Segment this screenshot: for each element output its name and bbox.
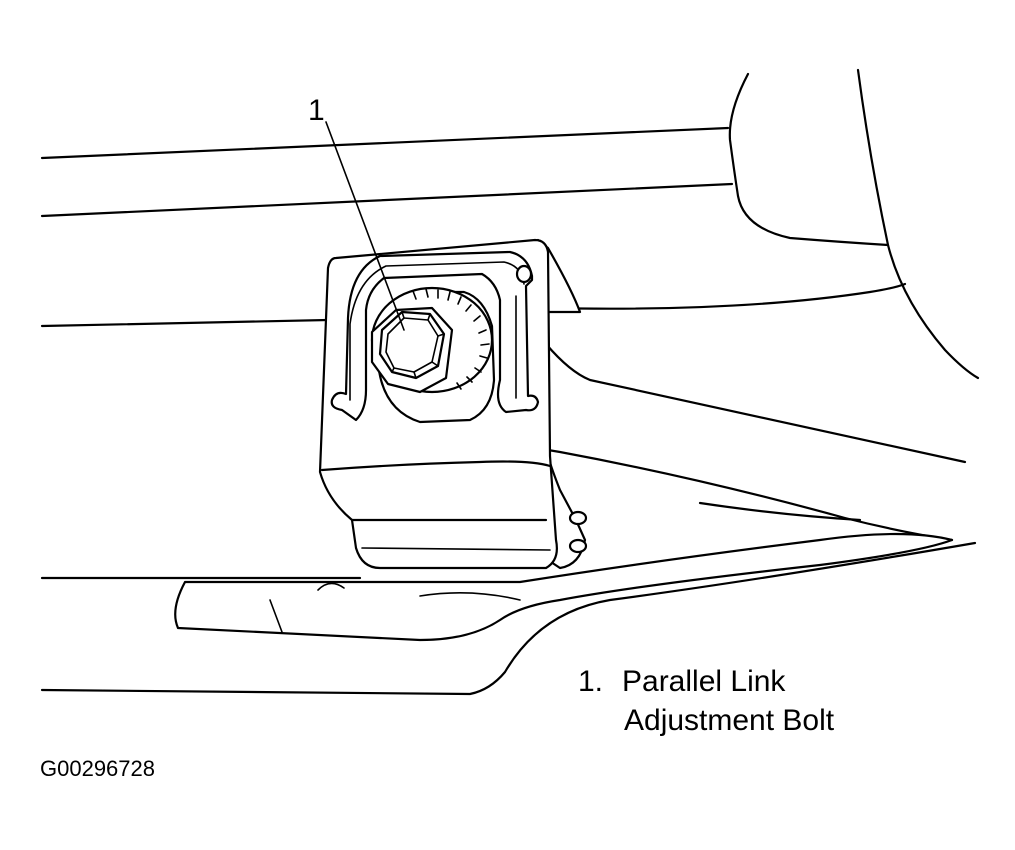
callout-leader-line — [325, 121, 405, 331]
lower-plate — [174, 532, 954, 642]
legend: 1. Parallel Link Adjustment Bolt — [578, 665, 835, 737]
body-contour — [546, 68, 980, 380]
callout-1: 1 — [308, 94, 405, 331]
legend-item-line2: Adjustment Bolt — [624, 704, 835, 737]
legend-item-line1: Parallel Link — [622, 665, 786, 698]
legend-item-number: 1. — [578, 665, 603, 698]
cam-scale-ticks — [412, 288, 490, 390]
adjustment-bolt-head — [370, 306, 454, 394]
control-arm — [544, 342, 967, 542]
frame-rails — [40, 126, 977, 696]
callout-number: 1 — [308, 94, 325, 127]
figure-id: G00296728 — [40, 756, 155, 781]
